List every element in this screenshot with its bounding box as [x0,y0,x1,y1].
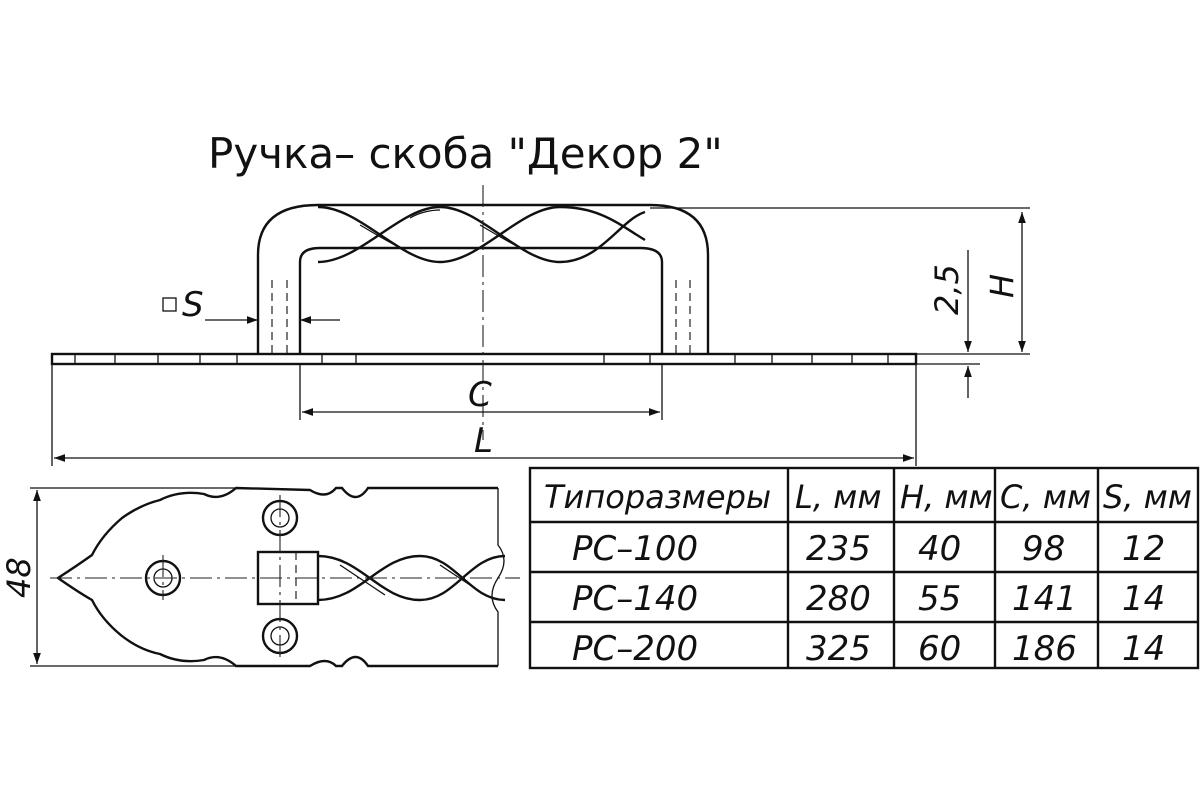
header-h: H, мм [900,478,993,516]
handle-side-view [256,185,710,440]
cell-s: 14 [1122,629,1165,669]
cell-c: 98 [1022,529,1065,569]
cell-model: РС–140 [572,579,698,619]
dimension-s: S [162,285,340,325]
cell-h: 60 [918,629,961,669]
cell-s: 12 [1122,529,1165,569]
dimension-c: C [299,364,663,420]
cell-h: 55 [918,579,961,619]
dim-thickness-label: 2,5 [928,264,966,315]
header-sizes: Типоразмеры [544,478,771,516]
dim-s-label: S [182,285,204,325]
cell-c: 186 [1012,629,1077,669]
dim-h-label: H [983,274,1021,298]
base-plate [50,352,918,366]
cell-l: 235 [806,529,871,569]
cell-s: 14 [1122,579,1165,619]
header-c: C, мм [1000,478,1091,516]
header-l: L, мм [795,478,881,516]
header-s: S, мм [1103,478,1192,516]
dimension-h: H 2,5 [650,207,1030,398]
cell-l: 280 [806,579,871,619]
cell-c: 141 [1012,579,1077,619]
dim-c-label: C [468,375,492,415]
cell-l: 325 [806,629,871,669]
drawing-title: Ручка– скоба "Декор 2" [208,129,723,178]
cell-h: 40 [918,529,961,569]
dimension-width: 48 [0,487,236,667]
cell-model: РС–100 [572,529,698,569]
top-view [50,486,520,668]
cell-model: РС–200 [572,629,698,669]
dim-l-label: L [474,421,493,461]
dim-width-label: 48 [0,557,38,598]
dimension-l: L [51,364,917,466]
sizes-table: Типоразмеры L, мм H, мм C, мм S, мм РС–1… [528,466,1200,670]
